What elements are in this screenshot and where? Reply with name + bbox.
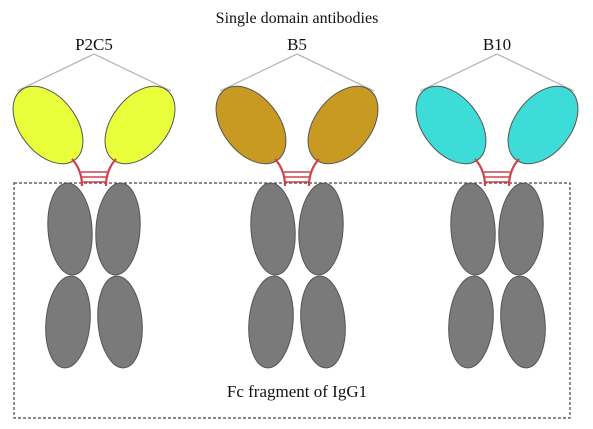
single-domain-right — [507, 85, 579, 165]
hinge-linker — [474, 158, 487, 187]
fc-fragment-region — [13, 182, 571, 419]
antibody-label: B10 — [483, 35, 511, 54]
hinge-linker — [104, 158, 117, 187]
ch3-domain-right — [300, 275, 346, 369]
single-domain-left — [12, 85, 84, 165]
ch3-domain-left — [248, 275, 294, 369]
connector-line — [296, 53, 375, 92]
connector-line — [219, 53, 298, 92]
connector-line — [496, 53, 575, 92]
antibody-b5: B5 — [215, 35, 379, 369]
antibody-label: B5 — [287, 35, 307, 54]
ch3-domain-left — [448, 275, 494, 369]
hinge-linker — [507, 158, 520, 187]
ch2-domain-left — [47, 182, 93, 276]
ch2-domain-left — [250, 182, 296, 276]
single-domain-left — [215, 85, 287, 165]
ch2-domain-right — [298, 182, 344, 276]
connector-line — [419, 53, 498, 92]
connector-line — [93, 53, 172, 92]
antibody-p2c5: P2C5 — [12, 35, 176, 369]
antibody-b10: B10 — [415, 35, 579, 369]
fc-fragment-label: Fc fragment of IgG1 — [227, 382, 367, 401]
antibody-group: P2C5 B5 B10 — [12, 35, 579, 369]
single-domain-right — [104, 85, 176, 165]
hinge-linker — [71, 158, 84, 187]
hinge-linker — [274, 158, 287, 187]
ch3-domain-left — [45, 275, 91, 369]
ch2-domain-right — [498, 182, 544, 276]
diagram-title: Single domain antibodies — [216, 10, 379, 27]
single-domain-right — [307, 85, 379, 165]
single-domain-left — [415, 85, 487, 165]
ch2-domain-right — [95, 182, 141, 276]
hinge-linker — [307, 158, 320, 187]
antibody-label: P2C5 — [75, 35, 113, 54]
connector-line — [16, 53, 95, 92]
ch2-domain-left — [450, 182, 496, 276]
ch3-domain-right — [500, 275, 546, 369]
ch3-domain-right — [97, 275, 143, 369]
